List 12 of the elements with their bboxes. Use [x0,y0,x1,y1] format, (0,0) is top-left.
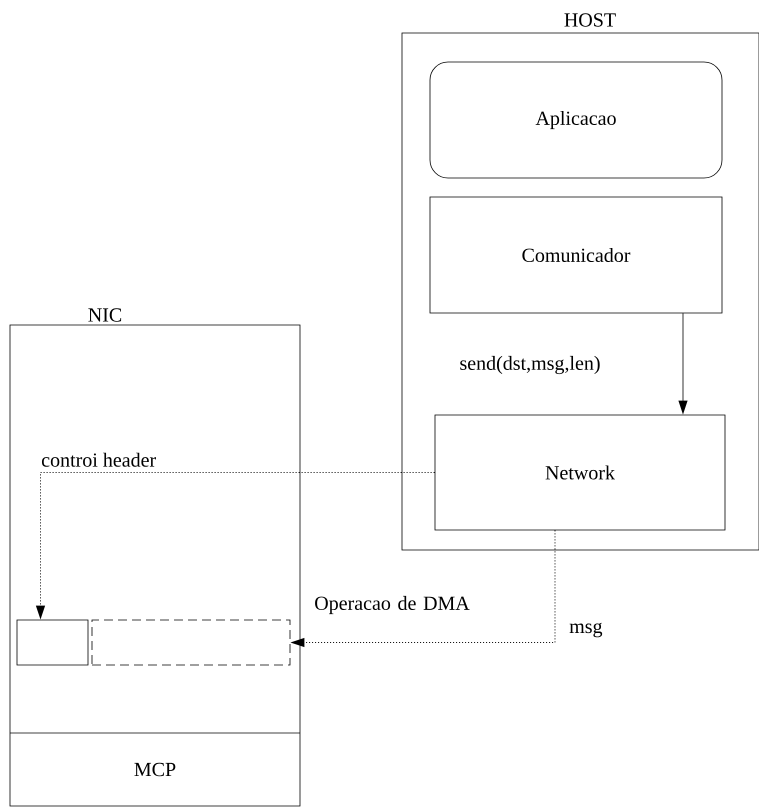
edge-label: send(dst,msg,len) [460,356,600,374]
box-section: MCP [10,732,300,776]
node-label: NIC [88,308,122,322]
note-label: Operacao de DMA [315,596,470,614]
box [16,620,88,666]
box: Network [434,414,726,530]
edge-label: controi header [42,452,156,467]
edge-label: msg [570,622,602,638]
node-label: HOST [564,13,616,27]
box: Comunicador [430,196,722,314]
box [92,620,290,666]
rounded-box: Aplicacao [430,62,722,178]
